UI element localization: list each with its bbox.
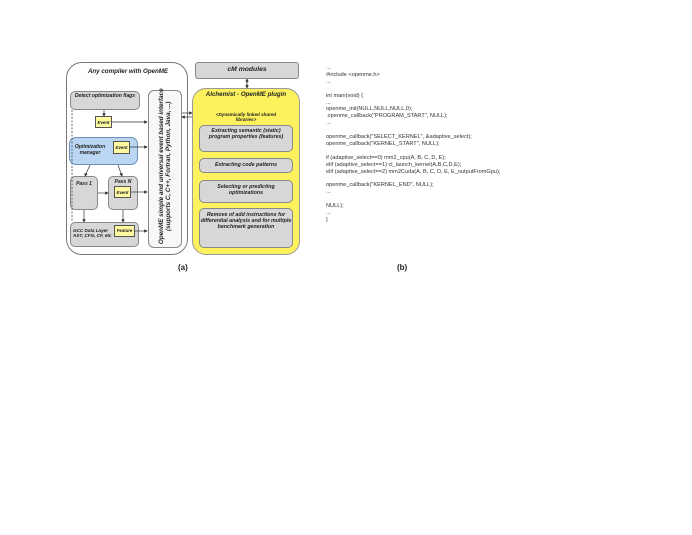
code-line: elif (adaptive_select==1) cl_launch_kern… [326,161,462,168]
code-line [326,148,546,155]
arrow-manager-to-pass1 [84,164,91,177]
code-line [326,86,546,93]
event-box-manager: Event [113,141,130,154]
detect-flags-box: Detect optimization flags [70,91,140,110]
remove-instructions-box: Remove of add instructions for different… [199,208,293,248]
caption-a: (a) [178,263,188,272]
alchemist-subtitle: <Dynamically linked shared libraries> [215,112,277,123]
code-line: openme_callback("KERNEL_END", NULL); [326,182,434,189]
code-line: NULL); [326,203,344,210]
code-line: if (adaptive_select==0) mm2_cpu(A, B, C,… [326,154,446,161]
code-line: openme_callback("SELECT_KERNEL", &adapti… [326,134,472,141]
code-line: ... [326,189,331,196]
alchemist-title: Alchemist - OpenME plugin [205,91,287,98]
code-line [326,196,546,203]
code-line: ... [326,65,331,71]
code-line: ... [326,78,331,85]
caption-b: (b) [397,263,408,272]
code-line: openme_init(NULL,NULL,NULL,0); [326,106,413,113]
arrow-manager-to-passn [117,164,123,177]
code-line: int main(void) { [326,92,363,99]
compiler-title: Any compiler with OpenME [87,68,169,75]
code-line: ... [326,210,331,217]
code-listing: ...#include <openme.h>... int main(void)… [326,65,546,245]
event-box-pass-n: Event [114,186,131,198]
pass-n-label: Pass N [114,179,132,185]
code-line [326,176,546,183]
code-line: } [326,216,328,223]
semantic-features-box: Extracting semantic (static) program pro… [199,125,293,152]
feature-box: Feature [114,225,135,237]
code-line: ... [326,99,331,106]
pass-n-box: Pass N [108,176,138,210]
code-line: openme_callback("KERNEL_START", NULL); [326,140,440,147]
code-line [326,127,546,134]
pass-1-box: Pass 1 [70,176,98,210]
code-patterns-box: Extracting code patterns [199,158,293,173]
selecting-optimizations-box: Selecting or predicting optimizations [199,180,293,203]
code-line: elif (adaptive_select==2) mm2Cuda(A, B, … [326,168,501,175]
pass-1-label: Pass 1 [76,181,92,187]
openme-interface-panel [148,90,182,248]
code-line: #include <openme.h> [326,71,380,78]
code-line: openme_callback("PROGRAM_START", NULL); [326,113,448,120]
code-line: ... [326,120,331,127]
